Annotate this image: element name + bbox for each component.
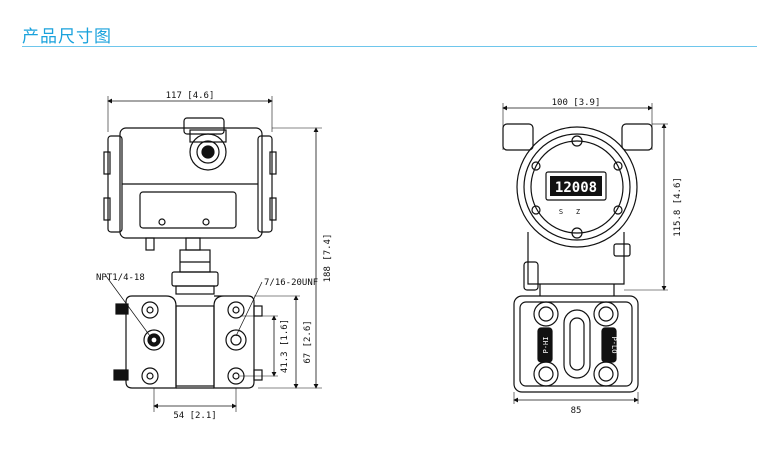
left-height-dim: 188 [7.4] xyxy=(323,234,333,283)
button-z-label: Z xyxy=(576,208,580,216)
left-port-dim: 41.3 [1.6] xyxy=(280,319,290,373)
right-width-dim: 100 [3.9] xyxy=(552,98,601,108)
left-width-dim: 117 [4.6] xyxy=(166,91,215,101)
left-base-dim: 54 [2.1] xyxy=(173,411,216,421)
left-flange-dim: 67 [2.6] xyxy=(303,320,313,363)
npt-label: NPT1/4-18 xyxy=(96,273,145,283)
lcd-reading: 12008 xyxy=(555,180,597,196)
right-height-dim: 115.8 [4.6] xyxy=(673,177,683,237)
unf-label: 7/16-20UNF xyxy=(264,278,318,288)
button-s-label: S xyxy=(559,208,563,216)
sensor-neck xyxy=(145,237,219,295)
front-flange xyxy=(513,295,639,393)
header: 产品尺寸图 xyxy=(0,0,763,50)
title-divider xyxy=(22,46,757,47)
process-flange xyxy=(113,295,263,389)
display-housing xyxy=(516,126,638,248)
right-front-view xyxy=(502,103,668,404)
transmitter-housing xyxy=(103,117,277,239)
flange-label-right: P-LO xyxy=(610,337,618,354)
lcd-display xyxy=(545,171,607,201)
right-base-dim: 85 xyxy=(571,406,582,416)
page-title: 产品尺寸图 xyxy=(22,27,112,47)
left-side-view xyxy=(103,96,322,412)
npt-leader xyxy=(105,275,151,337)
unf-leader xyxy=(235,281,263,337)
flange-label-left: P-HI xyxy=(542,337,550,354)
